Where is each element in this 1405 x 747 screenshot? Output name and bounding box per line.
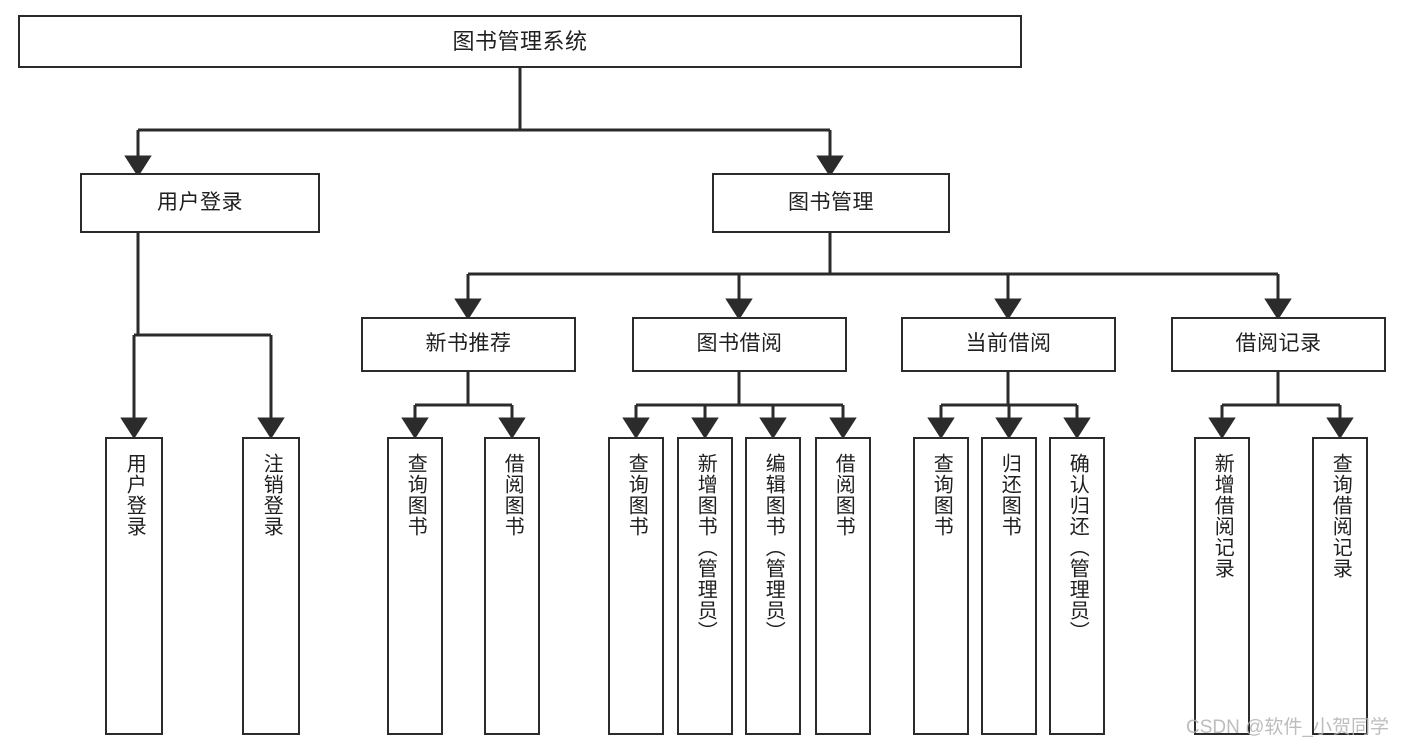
node-leaf-user-login[interactable]: 用户登录 bbox=[105, 437, 163, 735]
node-book-borrow-label: 图书借阅 bbox=[696, 332, 783, 356]
node-new-book-recommend[interactable]: 新书推荐 bbox=[361, 317, 576, 372]
node-new-book-recommend-label: 新书推荐 bbox=[425, 332, 512, 356]
node-current-borrow-label: 当前借阅 bbox=[965, 332, 1052, 356]
node-leaf-query-record-label: 查询借阅记录 bbox=[1329, 453, 1352, 579]
node-leaf-confirm-return-label: 确认归还（管理员） bbox=[1066, 453, 1089, 642]
node-leaf-add-record-label: 新增借阅记录 bbox=[1211, 453, 1234, 579]
node-leaf-query-book-2-label: 查询图书 bbox=[625, 453, 648, 537]
node-user-login-label: 用户登录 bbox=[157, 190, 243, 214]
node-user-login[interactable]: 用户登录 bbox=[80, 173, 320, 233]
node-leaf-edit-book[interactable]: 编辑图书（管理员） bbox=[745, 437, 801, 735]
node-leaf-borrow-book-1-label: 借阅图书 bbox=[501, 453, 524, 537]
node-leaf-return-book[interactable]: 归还图书 bbox=[981, 437, 1037, 735]
node-leaf-add-book-label: 新增图书（管理员） bbox=[694, 453, 717, 642]
node-book-borrow[interactable]: 图书借阅 bbox=[632, 317, 847, 372]
node-leaf-query-book-2[interactable]: 查询图书 bbox=[608, 437, 664, 735]
node-leaf-query-record[interactable]: 查询借阅记录 bbox=[1312, 437, 1368, 735]
node-root[interactable]: 图书管理系统 bbox=[18, 15, 1022, 68]
node-book-manage[interactable]: 图书管理 bbox=[712, 173, 950, 233]
node-leaf-borrow-book-1[interactable]: 借阅图书 bbox=[484, 437, 540, 735]
node-borrow-record-label: 借阅记录 bbox=[1235, 332, 1322, 356]
node-borrow-record[interactable]: 借阅记录 bbox=[1171, 317, 1386, 372]
node-leaf-query-book-3[interactable]: 查询图书 bbox=[913, 437, 969, 735]
node-leaf-logout-login[interactable]: 注销登录 bbox=[242, 437, 300, 735]
node-book-manage-label: 图书管理 bbox=[788, 190, 874, 214]
node-leaf-add-book[interactable]: 新增图书（管理员） bbox=[677, 437, 733, 735]
node-root-label: 图书管理系统 bbox=[452, 28, 588, 54]
node-leaf-user-login-label: 用户登录 bbox=[123, 453, 146, 537]
node-leaf-edit-book-label: 编辑图书（管理员） bbox=[762, 453, 785, 642]
node-leaf-borrow-book-2-label: 借阅图书 bbox=[832, 453, 855, 537]
node-leaf-return-book-label: 归还图书 bbox=[998, 453, 1021, 537]
node-leaf-confirm-return[interactable]: 确认归还（管理员） bbox=[1049, 437, 1105, 735]
node-leaf-query-book-1[interactable]: 查询图书 bbox=[387, 437, 443, 735]
node-leaf-add-record[interactable]: 新增借阅记录 bbox=[1194, 437, 1250, 735]
node-leaf-query-book-1-label: 查询图书 bbox=[404, 453, 427, 537]
node-leaf-query-book-3-label: 查询图书 bbox=[930, 453, 953, 537]
node-leaf-borrow-book-2[interactable]: 借阅图书 bbox=[815, 437, 871, 735]
node-leaf-logout-login-label: 注销登录 bbox=[260, 453, 283, 537]
node-current-borrow[interactable]: 当前借阅 bbox=[901, 317, 1116, 372]
